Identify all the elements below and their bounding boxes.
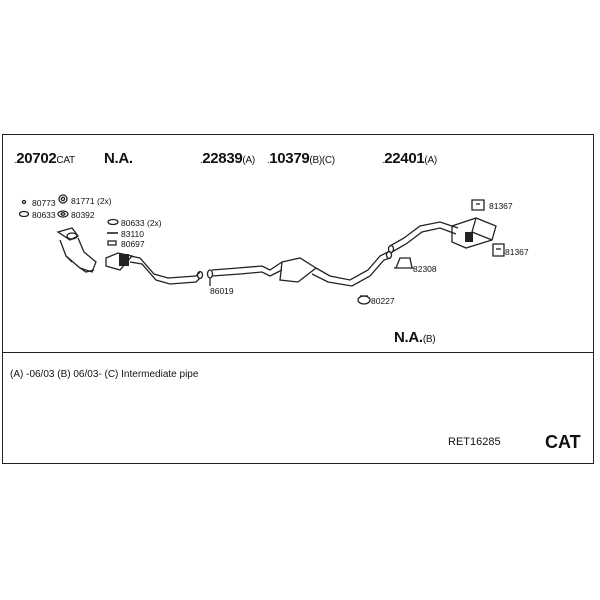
- catalytic-converter-icon: [56, 227, 97, 273]
- part-label-80697: 80697: [121, 239, 145, 249]
- part-label-86019: 86019: [210, 286, 234, 296]
- part-number-22401: .22401(A): [382, 150, 437, 167]
- center-silencer-icon: [211, 250, 393, 287]
- nut-icon: [58, 194, 68, 204]
- part-label-80633: 80633: [32, 210, 56, 220]
- part-not-available-1: N.A.: [104, 150, 133, 167]
- hanger-icon-2: [492, 243, 505, 257]
- part-label-83110: 83110: [121, 229, 145, 239]
- u-clamp-icon: [394, 257, 414, 269]
- part-label-82308: 82308: [413, 264, 437, 274]
- gasket-pair-icon: [107, 218, 119, 226]
- category-label: CAT: [545, 432, 581, 452]
- gasket-icon: [18, 210, 30, 218]
- part-label-80392: 80392: [71, 210, 95, 220]
- clamp-icon: [206, 269, 214, 279]
- mount-bracket-icon: [357, 295, 371, 305]
- sleeve-icon: [107, 240, 117, 246]
- rear-outlet-icon: [465, 232, 473, 242]
- part-number-20702: .20702CAT: [14, 150, 75, 167]
- hanger-icon: [471, 199, 485, 211]
- part-label-81367-top: 81367: [489, 201, 513, 211]
- part-label-80227: 80227: [371, 296, 395, 306]
- gasket-ring-icon: [57, 210, 69, 218]
- reference-code: RET16285: [448, 436, 501, 448]
- part-number-10379: .10379(B)(C): [267, 150, 335, 167]
- part-label-81367-bottom: 81367: [505, 247, 529, 257]
- bolt-icon: [21, 199, 27, 205]
- diagram-divider: [2, 352, 594, 353]
- part-label-80633-2x: 80633 (2x): [121, 218, 162, 228]
- flange-icon: [119, 254, 129, 266]
- footnote: (A) -06/03 (B) 06/03- (C) Intermediate p…: [10, 369, 199, 380]
- part-number-22839: .22839(A): [200, 150, 255, 167]
- rear-silencer-icon: [387, 217, 497, 254]
- diagram-frame: [2, 134, 594, 464]
- part-label-80773: 80773: [32, 198, 56, 208]
- part-not-available-b: N.A.(B): [394, 329, 436, 346]
- part-label-81771: 81771 (2x): [71, 196, 112, 206]
- front-pipe-icon: [105, 252, 204, 285]
